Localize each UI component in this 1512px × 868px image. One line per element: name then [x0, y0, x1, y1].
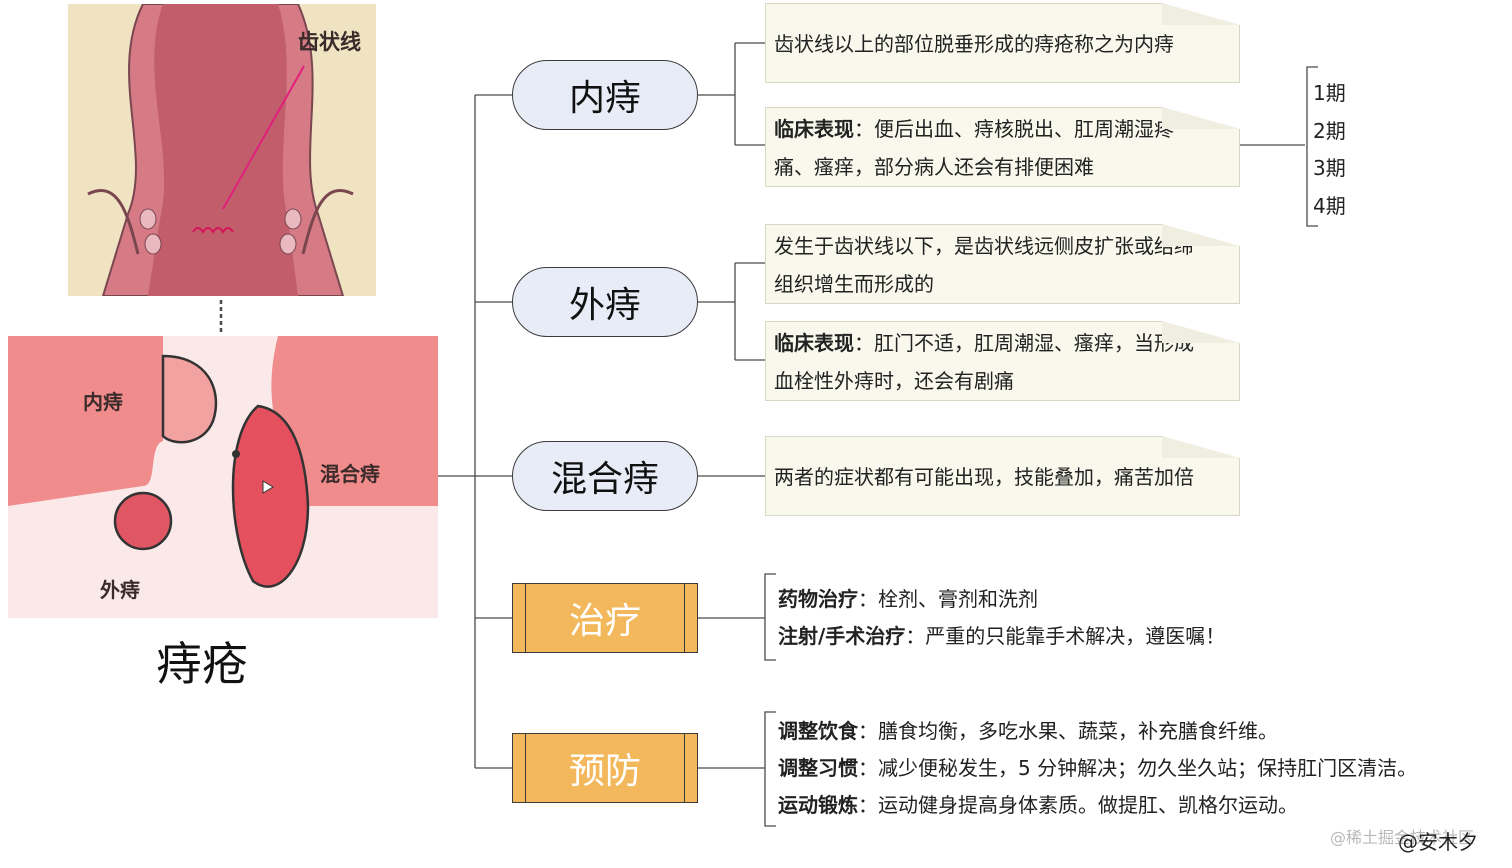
- treatment-medication[interactable]: 药物治疗：栓剂、膏剂和洗剂: [778, 581, 1038, 618]
- note-label: 临床表现: [774, 117, 854, 141]
- note-outer-clinical[interactable]: 临床表现：肛门不适，肛周潮湿、瘙痒，当形成 血栓性外痔时，还会有剧痛: [765, 321, 1240, 401]
- hemorrhoid-types-illustration: 内痔 混合痔 外痔: [8, 336, 438, 618]
- dentate-line-illustration: 齿状线: [68, 4, 376, 296]
- note-text: 痛、瘙痒，部分病人还会有排便困难: [774, 155, 1094, 179]
- item-label: 运动锻炼: [778, 793, 858, 817]
- item-label: 注射/手术治疗: [778, 624, 906, 648]
- anal-canal-drawing: [87, 4, 354, 296]
- note-text: 血栓性外痔时，还会有剧痛: [774, 369, 1014, 393]
- stage-4: 4期: [1313, 194, 1346, 218]
- note-inner-clinical[interactable]: 临床表现：便后出血、痔核脱出、肛周潮湿疼 痛、瘙痒，部分病人还会有排便困难: [765, 107, 1240, 187]
- note-mixed[interactable]: 两者的症状都有可能出现，技能叠加，痛苦加倍: [765, 436, 1240, 516]
- prevention-habits[interactable]: 调整习惯：减少便秘发生，5 分钟解决；勿久坐久站；保持肛门区清洁。: [778, 750, 1417, 787]
- treatment-surgery[interactable]: 注射/手术治疗：严重的只能靠手术解决，遵医嘱！: [778, 618, 1225, 655]
- item-text: ：运动健身提高身体素质。做提肛、凯格尔运动。: [858, 793, 1298, 817]
- item-label: 药物治疗: [778, 587, 858, 611]
- node-treatment[interactable]: 治疗: [512, 583, 698, 653]
- note-text: 两者的症状都有可能出现，技能叠加，痛苦加倍: [774, 465, 1194, 489]
- node-inner-hemorrhoid[interactable]: 内痔: [512, 60, 698, 130]
- item-text: ：减少便秘发生，5 分钟解决；勿久坐久站；保持肛门区清洁。: [858, 756, 1418, 780]
- node-mixed-hemorrhoid[interactable]: 混合痔: [512, 441, 698, 511]
- stage-1: 1期: [1313, 81, 1346, 105]
- watermark: @安木夕: [1398, 830, 1478, 854]
- note-outer-definition[interactable]: 发生于齿状线以下，是齿状线远侧皮扩张或结缔 组织增生而形成的: [765, 224, 1240, 304]
- stage-3: 3期: [1313, 156, 1346, 180]
- note-text: ：肛门不适，肛周潮湿、瘙痒，当形成: [854, 331, 1194, 355]
- note-text: 齿状线以上的部位脱垂形成的痔疮称之为内痔: [774, 32, 1174, 56]
- item-label: 调整习惯: [778, 756, 858, 780]
- main-title: 痔疮: [156, 637, 248, 691]
- item-text: ：栓剂、膏剂和洗剂: [858, 587, 1038, 611]
- node-outer-hemorrhoid[interactable]: 外痔: [512, 267, 698, 337]
- watermark-faint: @稀土掘金技术社区: [1330, 828, 1475, 847]
- node-prevention[interactable]: 预防: [512, 733, 698, 803]
- note-text: ：便后出血、痔核脱出、肛周潮湿疼: [854, 117, 1174, 141]
- note-label: 临床表现: [774, 331, 854, 355]
- item-text: ：膳食均衡，多吃水果、蔬菜，补充膳食纤维。: [858, 719, 1278, 743]
- note-text: 组织增生而形成的: [774, 272, 934, 296]
- note-inner-definition[interactable]: 齿状线以上的部位脱垂形成的痔疮称之为内痔: [765, 3, 1240, 83]
- prevention-diet[interactable]: 调整饮食：膳食均衡，多吃水果、蔬菜，补充膳食纤维。: [778, 713, 1278, 750]
- mixed-hemorrhoid-label: 混合痔: [320, 462, 380, 486]
- outer-hemorrhoid-label: 外痔: [100, 578, 140, 602]
- inner-hemorrhoid-label: 内痔: [83, 390, 123, 414]
- dentate-line-label: 齿状线: [298, 30, 361, 54]
- note-text: 发生于齿状线以下，是齿状线远侧皮扩张或结缔: [774, 234, 1194, 258]
- item-text: ：严重的只能靠手术解决，遵医嘱！: [905, 624, 1226, 648]
- item-label: 调整饮食: [778, 719, 858, 743]
- prevention-exercise[interactable]: 运动锻炼：运动健身提高身体素质。做提肛、凯格尔运动。: [778, 787, 1298, 824]
- stage-2: 2期: [1313, 119, 1346, 143]
- hemorrhoid-types-drawing: [8, 336, 438, 588]
